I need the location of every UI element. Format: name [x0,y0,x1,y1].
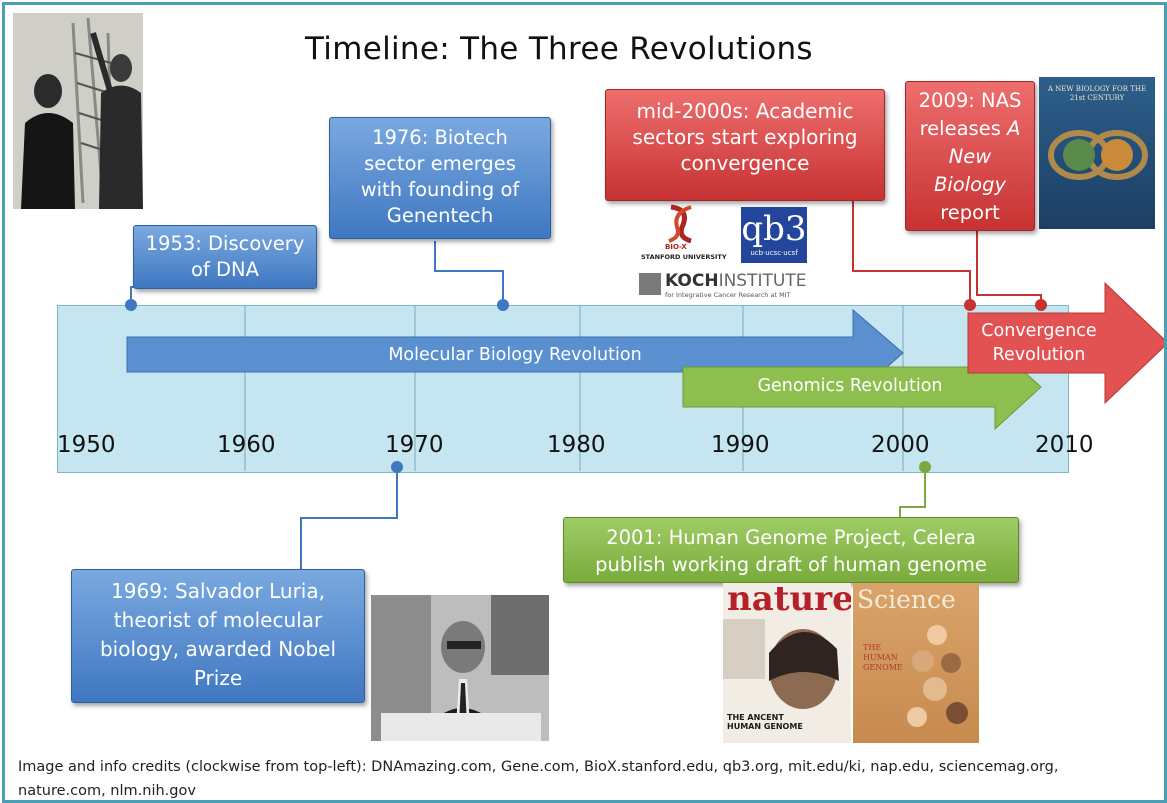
slide-title: Timeline: The Three Revolutions [305,31,813,67]
image-credits: Image and info credits (clockwise from t… [18,759,1059,799]
event-2001-genome: 2001: Human Genome Project, Celera publi… [563,517,1019,583]
new-biology-cover: A NEW BIOLOGY FOR THE 21st CENTURY [1039,77,1155,229]
event-line-italic: A [1007,117,1021,140]
event-line: convergence [680,151,810,175]
year-label-1980: 1980 [547,432,606,458]
timeline-graphics [125,199,1164,571]
genomics-revolution-label: Genomics Revolution [757,376,943,396]
event-line: 2001: Human Genome Project, Celera [606,526,976,549]
year-label-2000: 2000 [871,432,930,458]
luria-photo [371,595,549,741]
nature-portrait-icon [723,619,839,709]
event-line: 1976: Biotech [372,126,508,149]
event-line: Biology [934,173,1006,196]
koch-sub: for Integrative Cancer Research at MIT [665,291,791,299]
biox-logo: BIO-X STANFORD UNIVERSITY [637,203,727,269]
qb3-logo: qb3 ucb·ucsc·ucsf [741,207,807,263]
year-label-1970: 1970 [385,432,444,458]
event-line: sector emerges [364,152,516,175]
event-line: biology, awarded Nobel [99,637,337,661]
biox-name: BIO-X [665,243,687,251]
event-line: releases A [906,115,1034,143]
qb3-sub: ucb·ucsc·ucsf [750,249,798,257]
year-label-1960: 1960 [217,432,276,458]
convergence-line2: Revolution [992,345,1086,365]
convergence-line1: Convergence [981,321,1097,341]
event-line: 1969: Salvador Luria, [111,579,325,603]
event-line: report [940,201,1000,224]
event-line: 1953: Discovery [145,232,305,255]
koch-mark-icon [639,273,661,295]
biox-university: STANFORD UNIVERSITY [641,253,727,261]
biox-mark-icon [668,204,692,244]
convergence-arrow [967,281,1164,405]
year-label-1950: 1950 [57,432,116,458]
event-line: publish working draft of human genome [595,553,987,576]
event-1976-biotech: 1976: Biotech sector emerges with foundi… [329,117,551,239]
watson-crick-photo [13,13,143,209]
book-title: A NEW BIOLOGY FOR THE 21st CENTURY [1047,85,1147,102]
koch-name: KOCHINSTITUTE [665,271,806,291]
koch-logo: KOCHINSTITUTE for Integrative Cancer Res… [639,269,845,303]
book-figure-eight-icon [1048,130,1148,180]
event-line: of DNA [191,258,259,281]
event-line-text: releases [919,117,1008,140]
nature-masthead: nature [727,583,851,619]
qb3-text: qb3 [741,209,807,249]
event-line: Prize [193,666,243,690]
event-mid-2000s-academic: mid-2000s: Academic sectors start explor… [605,89,885,201]
event-line: sectors start exploring [632,125,858,149]
science-faces-icon [907,625,968,727]
science-cover: Science THE HUMAN GENOME [853,583,979,743]
year-label-2010: 2010 [1035,432,1094,458]
year-label-1990: 1990 [711,432,770,458]
science-masthead: Science [857,585,956,614]
event-line: Genentech [386,204,494,227]
molecular-revolution-label: Molecular Biology Revolution [388,345,642,365]
event-line: theorist of molecular [113,608,323,632]
science-headline: THE HUMAN GENOME [863,643,903,672]
event-1953-dna: 1953: Discovery of DNA [133,225,317,289]
convergence-revolution-label: Convergence Revolution [973,319,1105,367]
event-1969-luria: 1969: Salvador Luria, theorist of molecu… [71,569,365,703]
nature-headline: THE ANCENT HUMAN GENOME [727,713,803,731]
nature-cover: nature THE ANCENT HUMAN GENOME [723,583,851,743]
event-line: 2009: NAS [918,89,1022,112]
koch-rest: INSTITUTE [718,271,807,291]
event-2009-nas: 2009: NAS releases A New Biology report [905,81,1035,231]
koch-bold: KOCH [665,271,719,291]
event-line: mid-2000s: Academic [636,99,854,123]
event-line: New [948,145,992,168]
event-line: with founding of [360,178,520,201]
